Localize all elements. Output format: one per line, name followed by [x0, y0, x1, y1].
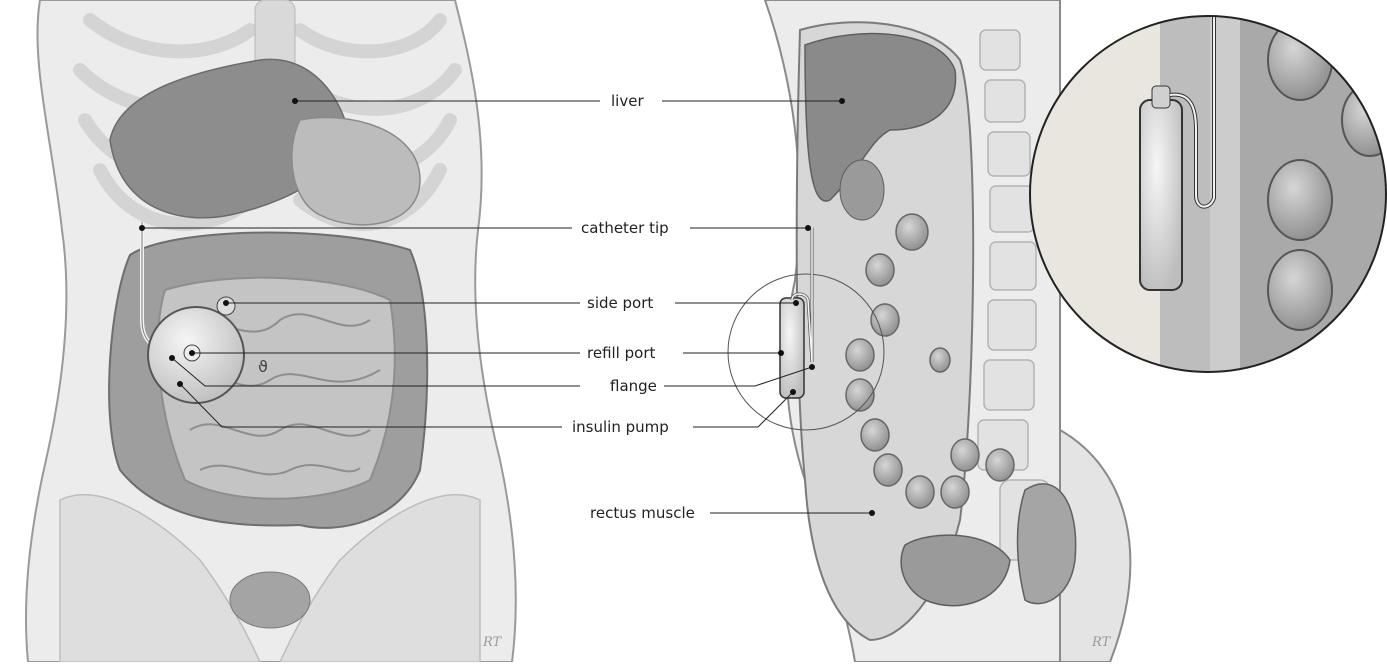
pump-side-mark: ϑ	[258, 357, 268, 376]
label-rectus-muscle: rectus muscle	[590, 504, 695, 522]
rectum-section	[1018, 484, 1076, 604]
sagittal-pump	[780, 298, 804, 398]
bladder	[230, 572, 310, 628]
label-insulin-pump: insulin pump	[572, 418, 669, 436]
frontal-view: ϑ	[26, 0, 516, 662]
artist-signature-left: RT	[482, 635, 503, 650]
label-side-port: side port	[587, 294, 653, 312]
labels: liver catheter tip side port refill port…	[572, 92, 695, 522]
label-flange: flange	[610, 377, 657, 395]
zoom-inset	[1030, 0, 1387, 380]
label-liver: liver	[611, 92, 644, 110]
stomach-section	[840, 160, 884, 220]
label-refill-port: refill port	[587, 344, 655, 362]
artist-signature-right: RT	[1091, 635, 1112, 650]
label-catheter-tip: catheter tip	[581, 219, 669, 237]
zoom-pump	[1140, 100, 1182, 290]
